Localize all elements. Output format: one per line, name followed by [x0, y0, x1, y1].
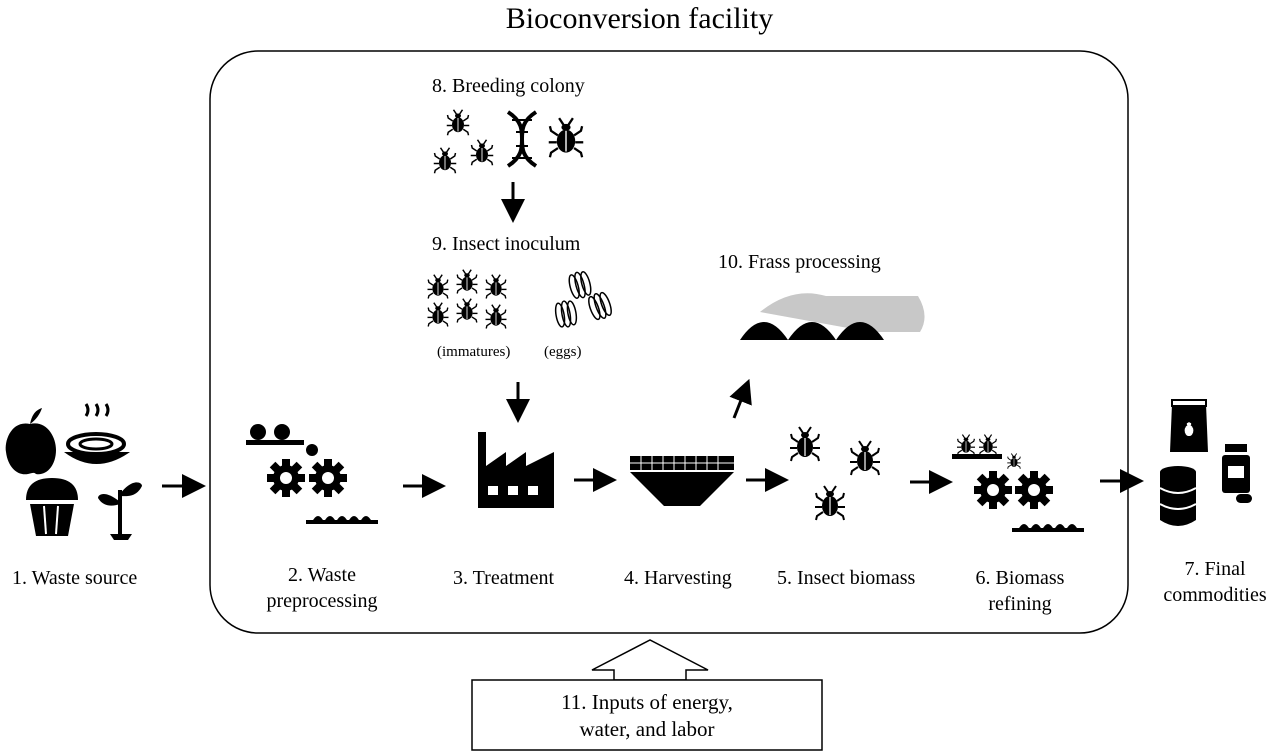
eggs-label: (eggs): [544, 344, 582, 360]
step-6-label-line2: refining: [988, 593, 1052, 615]
factory-icon: [478, 432, 554, 508]
seedling-icon: [98, 482, 142, 540]
immatures-icon: [426, 269, 508, 330]
facility-boundary: [209, 50, 1129, 634]
noodle-bowl-icon: [64, 403, 130, 464]
inputs-box: [471, 679, 823, 751]
step-8-label: 8. Breeding colony: [432, 75, 585, 97]
feed-bag-icon: [1170, 399, 1208, 452]
pill-bottle-icon: [1222, 444, 1252, 503]
waste-preprocessing-icon: [246, 424, 378, 524]
oil-barrel-icon: [1159, 466, 1197, 526]
harvest-hopper-icon: [630, 456, 734, 506]
cupcake-icon: [26, 478, 78, 536]
step-7-label-line1: 7. Final: [1184, 558, 1246, 580]
egg-cluster-icon: [553, 269, 615, 330]
step-6-label-line1: 6. Biomass: [975, 567, 1065, 589]
step-4-label: 4. Harvesting: [624, 567, 732, 589]
flow-arrow: [729, 378, 752, 419]
immatures-label: (immatures): [437, 344, 511, 360]
insect-biomass-icon: [789, 426, 881, 521]
frass-windrow-icon: [740, 293, 925, 340]
step-2-label-line1: 2. Waste: [287, 564, 356, 586]
step-10-label: 10. Frass processing: [718, 251, 881, 273]
step-2-label-line2: preprocessing: [266, 590, 378, 612]
step-3-label: 3. Treatment: [453, 567, 555, 589]
dna-icon: [506, 110, 538, 168]
step-7-label-line2: commodities: [1163, 584, 1267, 606]
inputs-arrow: [591, 639, 709, 681]
apple-icon: [5, 408, 56, 475]
step-11-label-line2: water, and labor: [579, 717, 715, 741]
step-5-label: 5. Insect biomass: [777, 567, 916, 589]
diagram-title: Bioconversion facility: [505, 2, 774, 35]
biomass-refining-icon: [952, 434, 1084, 532]
step-9-label: 9. Insect inoculum: [432, 233, 581, 255]
step-1-label: 1. Waste source: [12, 567, 138, 589]
step-11-label-line1: 11. Inputs of energy,: [561, 690, 733, 714]
